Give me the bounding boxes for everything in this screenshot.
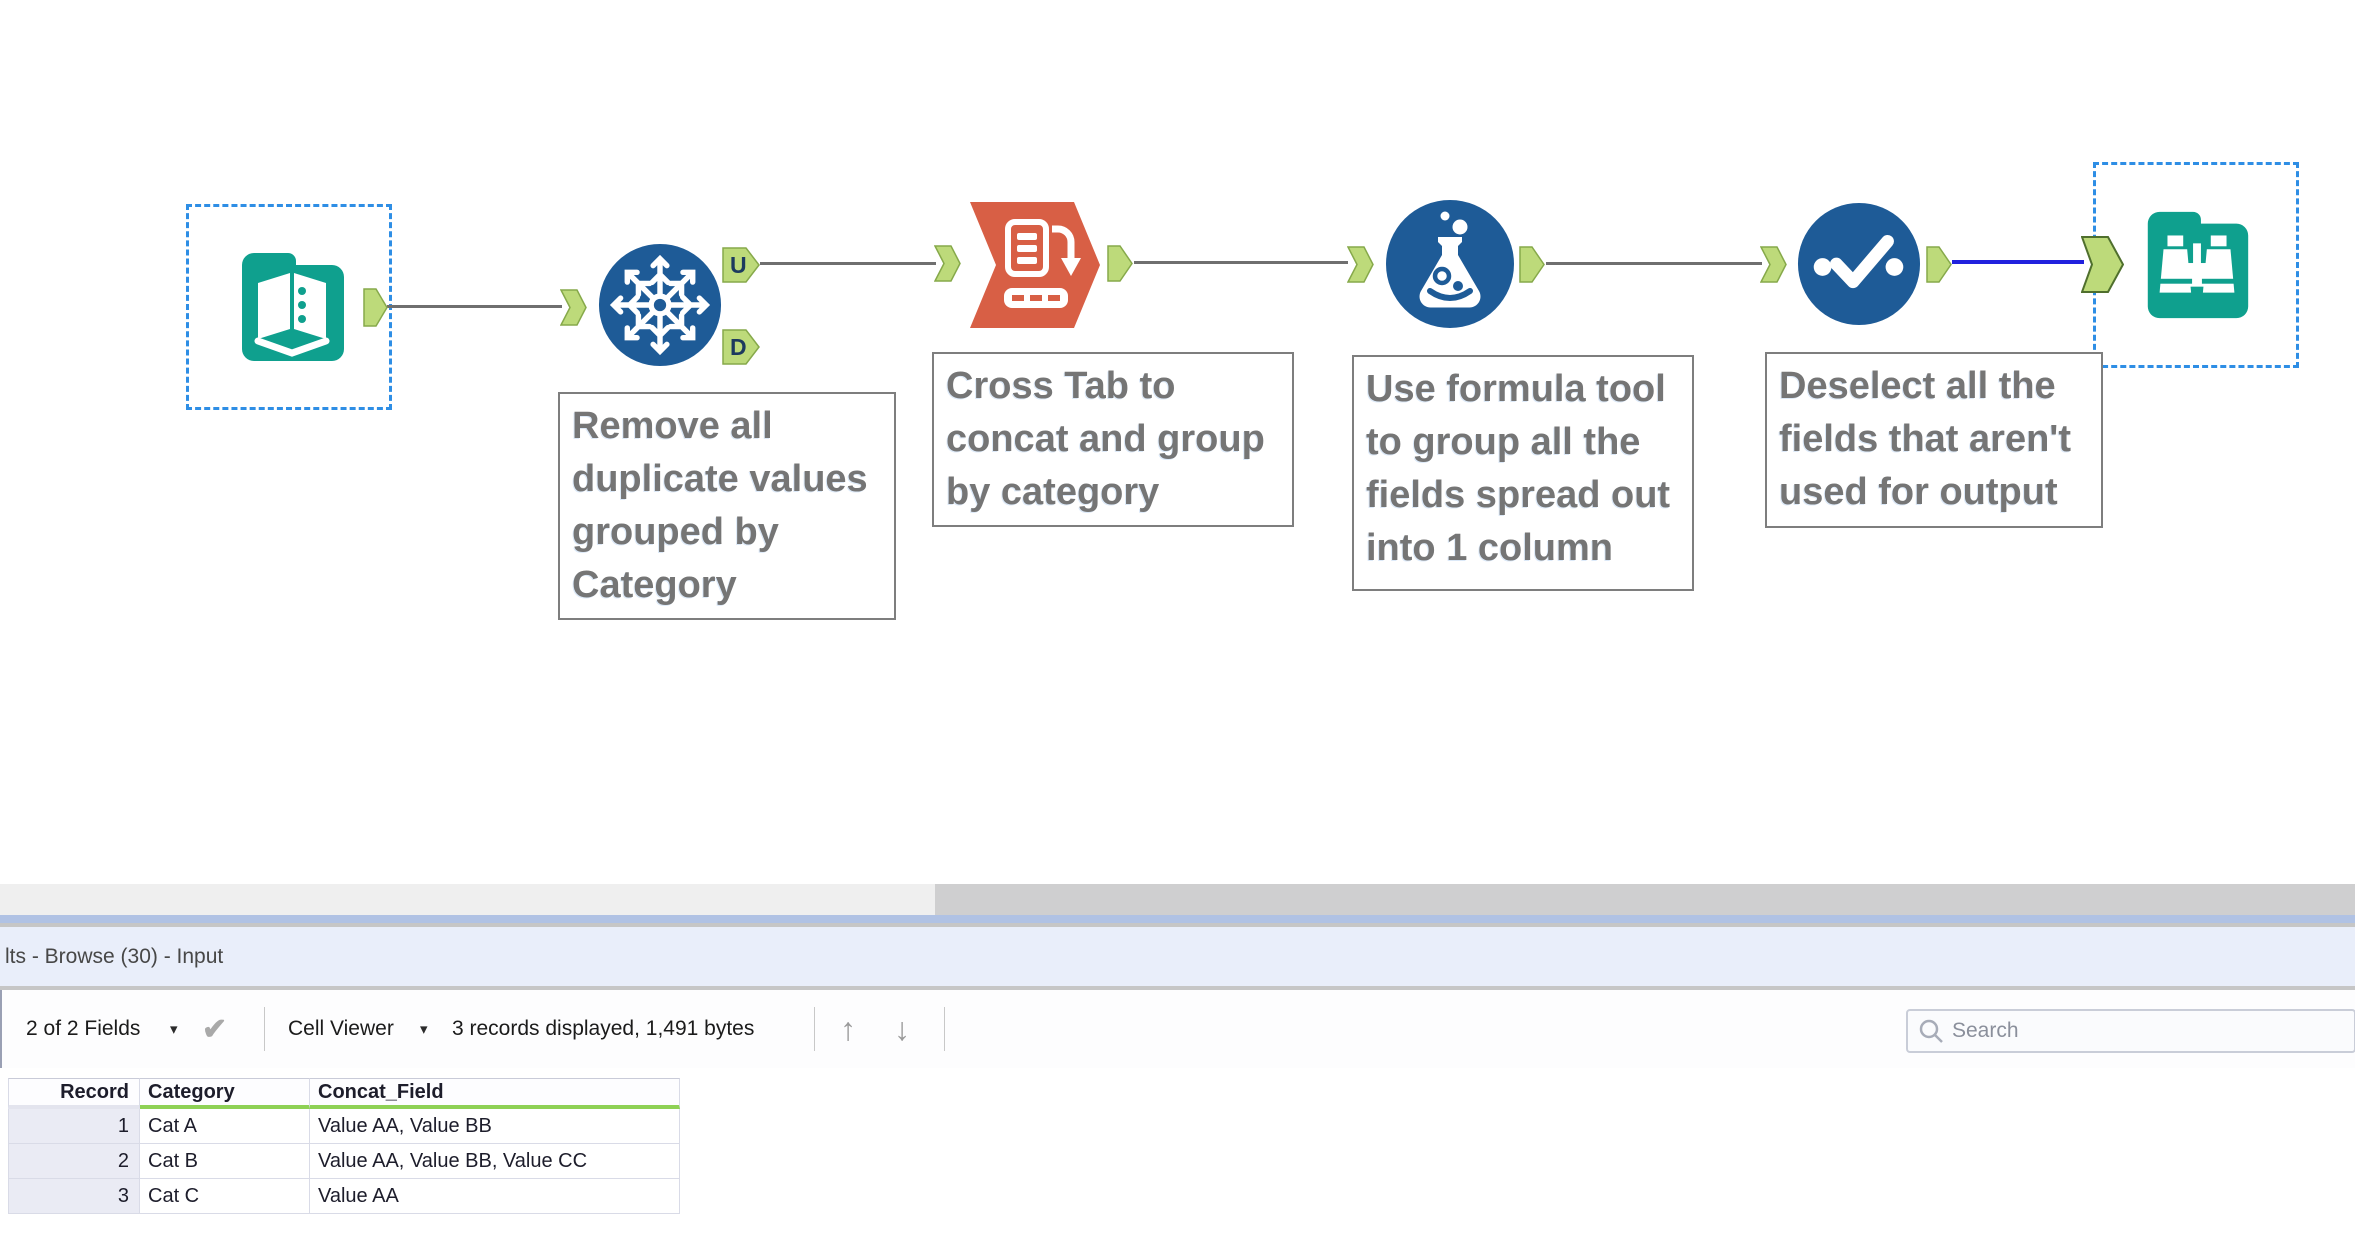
- select-tool-icon[interactable]: [1796, 201, 1922, 327]
- annotation-box[interactable]: Use formula tool to group all the fields…: [1352, 355, 1694, 591]
- search-icon: [1919, 1019, 1943, 1043]
- search-box[interactable]: [1906, 1009, 2355, 1053]
- column-header-category[interactable]: Category: [140, 1078, 310, 1109]
- apply-check-button[interactable]: ✔: [202, 990, 227, 1068]
- unique-d-anchor[interactable]: D: [722, 329, 760, 365]
- scroll-down-button[interactable]: ↓: [894, 990, 910, 1068]
- svg-text:U: U: [730, 252, 747, 278]
- cell-viewer-dropdown[interactable]: Cell Viewer: [288, 990, 394, 1068]
- column-header-concat-field[interactable]: Concat_Field: [310, 1078, 680, 1109]
- scroll-up-button[interactable]: ↑: [840, 990, 856, 1068]
- record-cell[interactable]: 3: [8, 1179, 140, 1214]
- chevron-down-icon: ▾: [420, 1021, 428, 1038]
- table-row: 1 Cat A Value AA, Value BB: [8, 1109, 680, 1144]
- column-header-record[interactable]: Record: [8, 1078, 140, 1109]
- browse-tool-icon[interactable]: [2133, 202, 2261, 328]
- category-cell[interactable]: Cat A: [140, 1109, 310, 1144]
- connection-wire-selected[interactable]: [1952, 260, 2084, 264]
- annotation-box[interactable]: Deselect all the fields that aren't used…: [1765, 352, 2103, 528]
- fields-dropdown-caret[interactable]: ▾: [170, 990, 178, 1068]
- input-anchor[interactable]: [560, 289, 587, 326]
- toolbar-separator: [814, 1007, 815, 1051]
- formula-tool-icon[interactable]: [1385, 199, 1515, 329]
- input-data-tool-icon[interactable]: [228, 243, 356, 371]
- record-cell[interactable]: 2: [8, 1144, 140, 1179]
- input-anchor-selected[interactable]: [2081, 236, 2124, 293]
- divider-line: [0, 923, 2355, 927]
- results-panel-title: lts - Browse (30) - Input: [5, 944, 224, 968]
- divider-line: [0, 986, 2355, 990]
- arrow-up-icon: ↑: [840, 1010, 856, 1047]
- output-anchor[interactable]: [1107, 245, 1133, 282]
- concat-field-cell[interactable]: Value AA, Value BB: [310, 1109, 680, 1144]
- record-cell[interactable]: 1: [8, 1109, 140, 1144]
- fields-dropdown[interactable]: 2 of 2 Fields: [26, 990, 140, 1068]
- output-anchor[interactable]: [1926, 246, 1952, 283]
- results-table: Record Category Concat_Field 1 Cat A Val…: [8, 1078, 680, 1214]
- connection-wire[interactable]: [387, 305, 562, 308]
- category-cell[interactable]: Cat C: [140, 1179, 310, 1214]
- input-anchor[interactable]: [1347, 246, 1374, 283]
- check-icon: ✔: [202, 1012, 228, 1046]
- connection-wire[interactable]: [1546, 262, 1762, 265]
- output-anchor[interactable]: [363, 288, 388, 327]
- cross-tab-tool-icon[interactable]: [970, 202, 1100, 328]
- toolbar-separator: [944, 1007, 945, 1051]
- category-cell[interactable]: Cat B: [140, 1144, 310, 1179]
- workflow-canvas[interactable]: U D: [0, 0, 2355, 884]
- records-summary: 3 records displayed, 1,491 bytes: [452, 1017, 755, 1040]
- table-row: 3 Cat C Value AA: [8, 1179, 680, 1214]
- input-anchor[interactable]: [934, 245, 961, 282]
- svg-text:D: D: [730, 334, 747, 360]
- connection-wire[interactable]: [760, 262, 936, 265]
- concat-field-cell[interactable]: Value AA: [310, 1179, 680, 1214]
- panel-divider[interactable]: [0, 915, 2355, 923]
- search-input[interactable]: [1950, 1018, 2334, 1044]
- connection-wire[interactable]: [1134, 261, 1348, 264]
- unique-u-anchor[interactable]: U: [722, 247, 760, 283]
- annotation-box[interactable]: Remove all duplicate values grouped by C…: [558, 392, 896, 620]
- cell-viewer-caret[interactable]: ▾: [420, 990, 428, 1068]
- table-header-row: Record Category Concat_Field: [8, 1078, 680, 1109]
- input-anchor[interactable]: [1760, 246, 1787, 283]
- table-row: 2 Cat B Value AA, Value BB, Value CC: [8, 1144, 680, 1179]
- results-panel-titlebar: lts - Browse (30) - Input: [0, 927, 2355, 986]
- scrollbar-thumb[interactable]: [935, 884, 2355, 915]
- cell-viewer-label: Cell Viewer: [288, 1017, 394, 1040]
- unique-tool-icon[interactable]: [597, 242, 723, 368]
- horizontal-scrollbar[interactable]: [0, 884, 2355, 915]
- chevron-down-icon: ▾: [170, 1021, 178, 1038]
- annotation-box[interactable]: Cross Tab to concat and group by categor…: [932, 352, 1294, 527]
- output-anchor[interactable]: [1519, 246, 1545, 283]
- toolbar-separator: [264, 1007, 265, 1051]
- fields-summary: 2 of 2 Fields: [26, 1017, 141, 1040]
- concat-field-cell[interactable]: Value AA, Value BB, Value CC: [310, 1144, 680, 1179]
- arrow-down-icon: ↓: [894, 1010, 910, 1047]
